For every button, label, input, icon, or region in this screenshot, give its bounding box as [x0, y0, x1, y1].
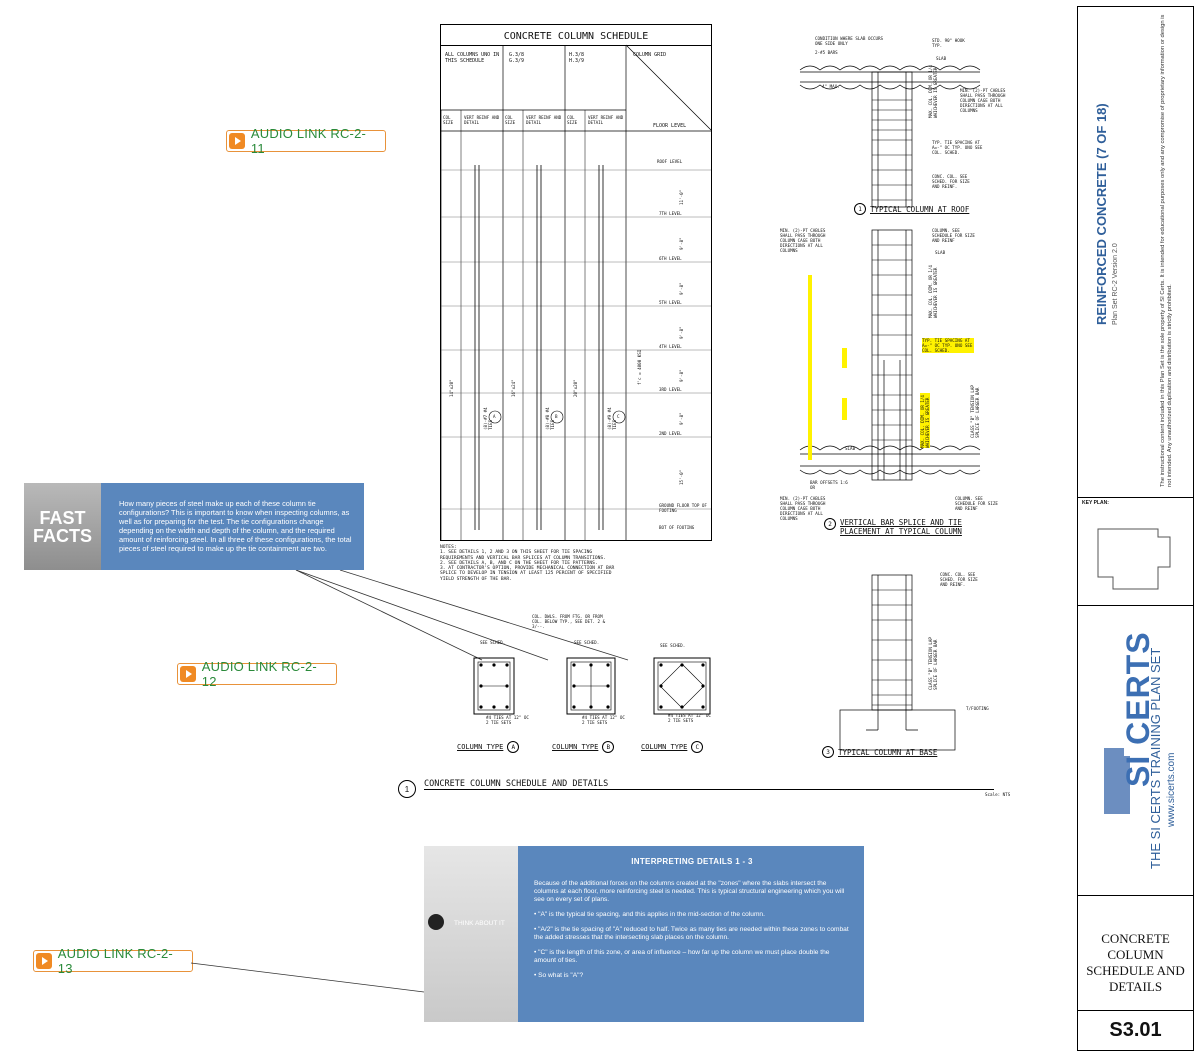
grid-label-a: G.3/8 G.3/9 — [509, 52, 525, 64]
interpreting-callout: THINK ABOUT IT INTERPRETING DETAILS 1 - … — [424, 846, 864, 1022]
schedule-grid — [441, 44, 711, 540]
column-size: 16"x24" — [511, 379, 516, 397]
column-type-b-label: COLUMN TYPE B — [552, 741, 615, 753]
vert-reinf: (8)-#9 #4 TIES — [607, 407, 617, 430]
level-label: 7TH LEVEL — [659, 211, 682, 216]
training-plan-title: THE SI CERTS TRAINING PLAN SET — [1148, 647, 1163, 869]
column-size: 14"x20" — [449, 379, 454, 397]
detail-1-title: 1 TYPICAL COLUMN AT ROOF — [854, 203, 969, 215]
website-link[interactable]: www.sicerts.com — [1166, 752, 1177, 827]
detail-title: CONCRETE COLUMN SCHEDULE AND DETAILS — [424, 779, 994, 790]
column-schedule-table: CONCRETE COLUMN SCHEDULE ALL COLUMNS UNO… — [440, 24, 712, 541]
play-icon — [36, 953, 52, 969]
column-size: 20"x20" — [573, 379, 578, 397]
fast-facts-callout: FAST FACTS How many pieces of steel make… — [24, 483, 364, 570]
column-type-a-label: COLUMN TYPE A — [457, 741, 520, 753]
disclaimer: The instructional content included in th… — [1160, 14, 1173, 487]
interpreting-text: INTERPRETING DETAILS 1 - 3 Because of th… — [518, 846, 864, 1022]
tie-spec: #4 TIES AT 12" OC 2 TIE SETS — [668, 713, 711, 723]
floor-level-label: FLOOR LEVEL — [653, 123, 687, 129]
highlighted-tie-note: TYP. TIE SPACING AT A=-" OC TYP. UNO SEE… — [922, 338, 974, 353]
key-plan-diagram — [1097, 528, 1171, 590]
vert-reinf: (8)-#7 #4 TIES — [483, 407, 493, 430]
audio-link-rc-2-13[interactable]: AUDIO LINK RC-2-13 — [33, 946, 193, 976]
detail-2-title: 2 VERTICAL BAR SPLICE AND TIE PLACEMENT … — [824, 518, 974, 536]
column-details-drawing — [799, 65, 981, 751]
level-label: 6TH LEVEL — [659, 256, 682, 261]
course-title: REINFORCED CONCRETE (7 OF 18) — [1094, 103, 1109, 325]
plan-set-version: Plan Set RC-2 Version 2.0 — [1112, 243, 1119, 325]
audio-link-rc-2-11[interactable]: AUDIO LINK RC-2-11 — [226, 126, 386, 156]
audio-link-label: AUDIO LINK RC-2-12 — [201, 659, 317, 689]
fast-facts-label: FAST FACTS — [24, 483, 101, 570]
type-letter: C — [617, 414, 620, 419]
concrete-strength: f'c = 4000 KSI — [637, 349, 642, 385]
audio-link-label: AUDIO LINK RC-2-11 — [250, 126, 367, 156]
level-label: ROOF LEVEL — [657, 159, 683, 164]
audio-link-rc-2-12[interactable]: AUDIO LINK RC-2-12 — [177, 659, 337, 689]
type-letter: A — [493, 414, 496, 419]
sheet-title: CONCRETE COLUMN SCHEDULE AND DETAILS — [1086, 931, 1185, 994]
dowel-note: COL. DWLS. FROM FTG. OR FROM COL. BELOW … — [532, 614, 606, 629]
vert-reinf: (8)-#8 #4 TIES — [545, 407, 555, 430]
type-letter: B — [555, 414, 558, 419]
detail-number: 1 — [398, 780, 416, 798]
all-columns-note: ALL COLUMNS UNO IN THIS SCHEDULE — [445, 52, 503, 64]
play-icon — [180, 666, 196, 682]
level-label: 3RD LEVEL — [659, 387, 682, 392]
fast-facts-text: How many pieces of steel make up each of… — [101, 483, 364, 570]
schedule-notes: NOTES: 1. SEE DETAILS 1, 2 AND 3 ON THIS… — [440, 545, 615, 582]
title-block: REINFORCED CONCRETE (7 OF 18) Plan Set R… — [1077, 6, 1194, 1051]
level-label: GROUND FLOOR TOP OF FOOTING — [659, 503, 707, 513]
sheet-number: S3.01 — [1109, 1019, 1162, 1041]
column-grid-label: COLUMN GRID — [633, 52, 667, 58]
level-label: BOT OF FOOTING — [659, 525, 695, 530]
column-type-c-label: COLUMN TYPE C — [641, 741, 704, 753]
brain-icon — [428, 914, 444, 930]
think-about-it-panel: THINK ABOUT IT — [424, 846, 518, 1022]
schedule-title: CONCRETE COLUMN SCHEDULE — [503, 31, 649, 42]
level-label: 4TH LEVEL — [659, 344, 682, 349]
level-label: 2ND LEVEL — [659, 431, 682, 436]
column-type-sections — [473, 657, 711, 715]
scale-label: Scale: NTS — [985, 792, 1011, 797]
tie-spec: #4 TIES AT 12" OC 2 TIE SETS — [582, 715, 625, 725]
play-icon — [229, 133, 245, 149]
grid-label-b: H.3/8 H.3/9 — [569, 52, 585, 64]
detail-3-title: 3 TYPICAL COLUMN AT BASE — [822, 746, 937, 758]
highlighted-max-note: MAX. COL. DIM. OR 1/4 WHICHEVER IS GREAT… — [920, 393, 930, 448]
level-label: 5TH LEVEL — [659, 300, 682, 305]
audio-link-label: AUDIO LINK RC-2-13 — [57, 946, 173, 976]
key-plan-label: KEY PLAN: — [1082, 500, 1109, 506]
tie-spec: #4 TIES AT 12" OC 2 TIE SETS — [486, 715, 529, 725]
sicerts-logo-mark — [1104, 748, 1130, 814]
